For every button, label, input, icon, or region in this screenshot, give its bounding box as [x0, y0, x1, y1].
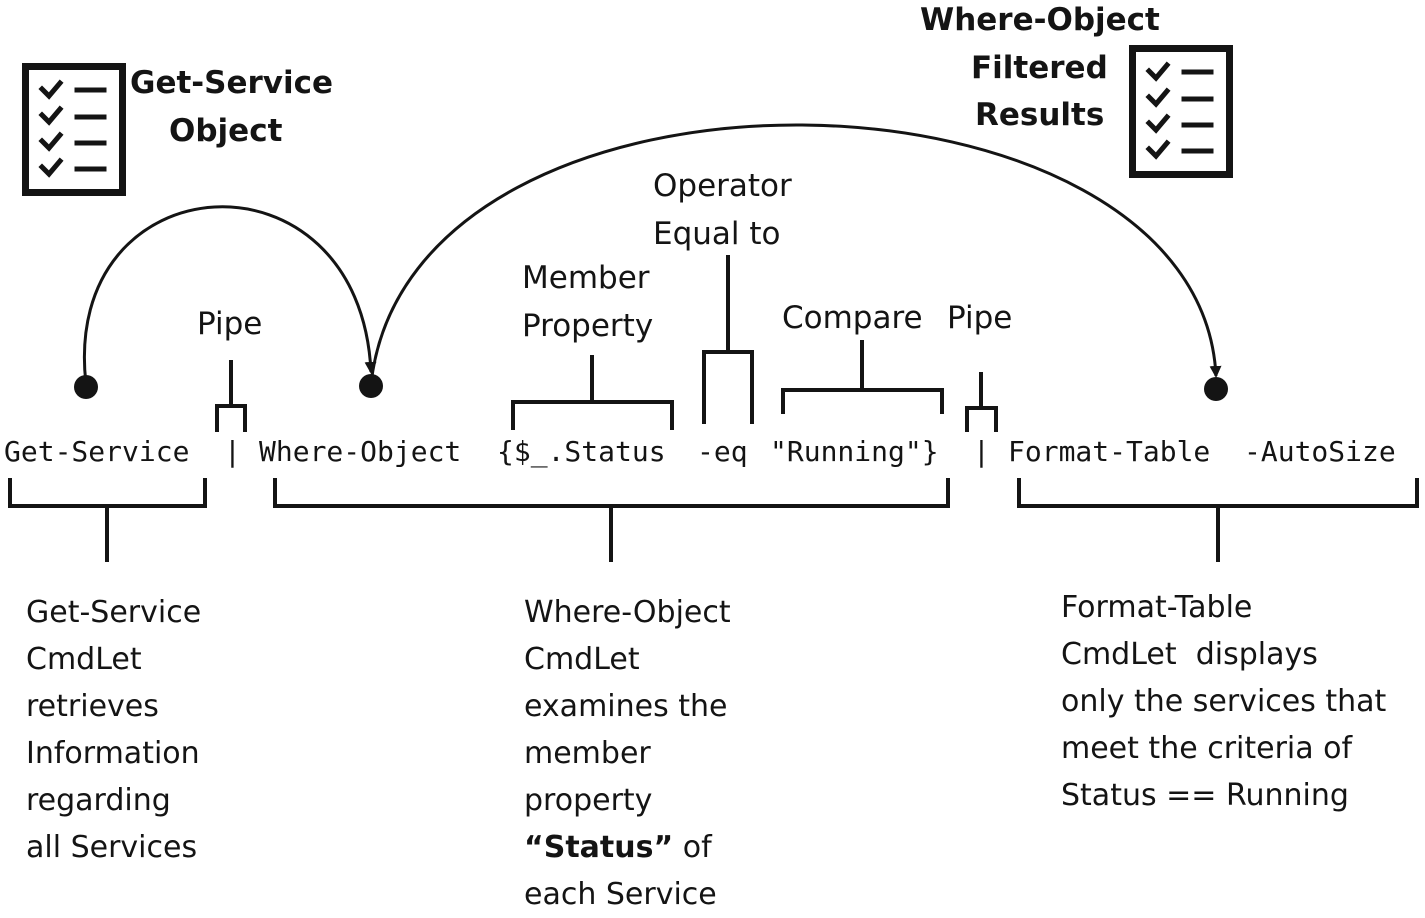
flow-arrow-whereobject-to-formattable — [369, 123, 1222, 385]
description-line: examines the — [524, 689, 728, 724]
checklist-icon — [22, 63, 126, 196]
description-format-table: Format-Table CmdLet displays only the se… — [1061, 584, 1386, 819]
code-running: "Running"} — [770, 435, 939, 468]
code-status: {$_.Status — [497, 435, 666, 468]
description-line-status: “Status” of — [524, 824, 731, 871]
label-pipe-1: Pipe — [197, 306, 263, 342]
description-line: retrieves — [26, 689, 159, 724]
label-property: Property — [522, 308, 654, 344]
description-line: regarding — [26, 783, 171, 818]
description-where-object: Where-Object CmdLet examines the member … — [524, 589, 731, 918]
bracket-pipe-1 — [215, 360, 247, 432]
label-member: Member — [522, 260, 650, 296]
flow-arrow-getservice-to-whereobject — [82, 205, 377, 385]
label-compare: Compare — [782, 300, 923, 336]
label-get-service: Get-Service — [130, 65, 334, 101]
label-results: Results — [975, 97, 1105, 133]
status-keyword: Status — [543, 830, 654, 865]
description-line: each Service — [524, 877, 717, 912]
code-autosize: -AutoSize — [1244, 435, 1396, 468]
status-close-quote: ” — [653, 830, 674, 865]
status-open-quote: “ — [524, 830, 544, 865]
code-where-object: Where-Object — [259, 435, 462, 468]
anchor-dot-formattable — [1204, 377, 1228, 401]
anchor-dot-whereobject — [359, 374, 383, 398]
label-where-object: Where-Object — [920, 2, 1160, 38]
description-line: CmdLet — [26, 642, 142, 677]
description-line: Status == Running — [1061, 778, 1349, 813]
label-object: Object — [169, 113, 283, 149]
bracket-compare — [781, 340, 944, 414]
code-get-service: Get-Service — [4, 435, 190, 468]
bracket-operator — [702, 255, 754, 424]
checklist-icon — [1129, 45, 1233, 178]
code-pipe-1: | — [224, 435, 241, 468]
description-line: Format-Table — [1061, 590, 1253, 625]
bracket-format-table — [1017, 478, 1419, 562]
description-get-service: Get-Service CmdLet retrieves Information… — [26, 589, 201, 871]
code-pipe-2: | — [973, 435, 990, 468]
description-line: Information — [26, 736, 200, 771]
label-equal-to: Equal to — [653, 216, 781, 252]
description-line: CmdLet displays — [1061, 637, 1318, 672]
description-line: CmdLet — [524, 642, 640, 677]
bracket-get-service — [8, 478, 207, 562]
label-pipe-2: Pipe — [947, 300, 1013, 336]
anchor-dot-getservice — [74, 375, 98, 399]
description-line: member — [524, 736, 651, 771]
description-line: property — [524, 783, 653, 818]
label-operator: Operator — [653, 168, 792, 204]
code-eq: -eq — [697, 435, 748, 468]
description-line: only the services that — [1061, 684, 1387, 719]
description-line: all Services — [26, 830, 198, 865]
label-filtered: Filtered — [971, 50, 1108, 86]
description-line: meet the criteria of — [1061, 731, 1353, 766]
bracket-member-property — [511, 355, 674, 430]
description-line: Where-Object — [524, 595, 731, 630]
description-line: Get-Service — [26, 595, 202, 630]
status-suffix: of — [673, 830, 712, 865]
bracket-where-object — [273, 478, 950, 562]
bracket-pipe-2 — [965, 372, 998, 432]
code-format-table: Format-Table — [1008, 435, 1211, 468]
